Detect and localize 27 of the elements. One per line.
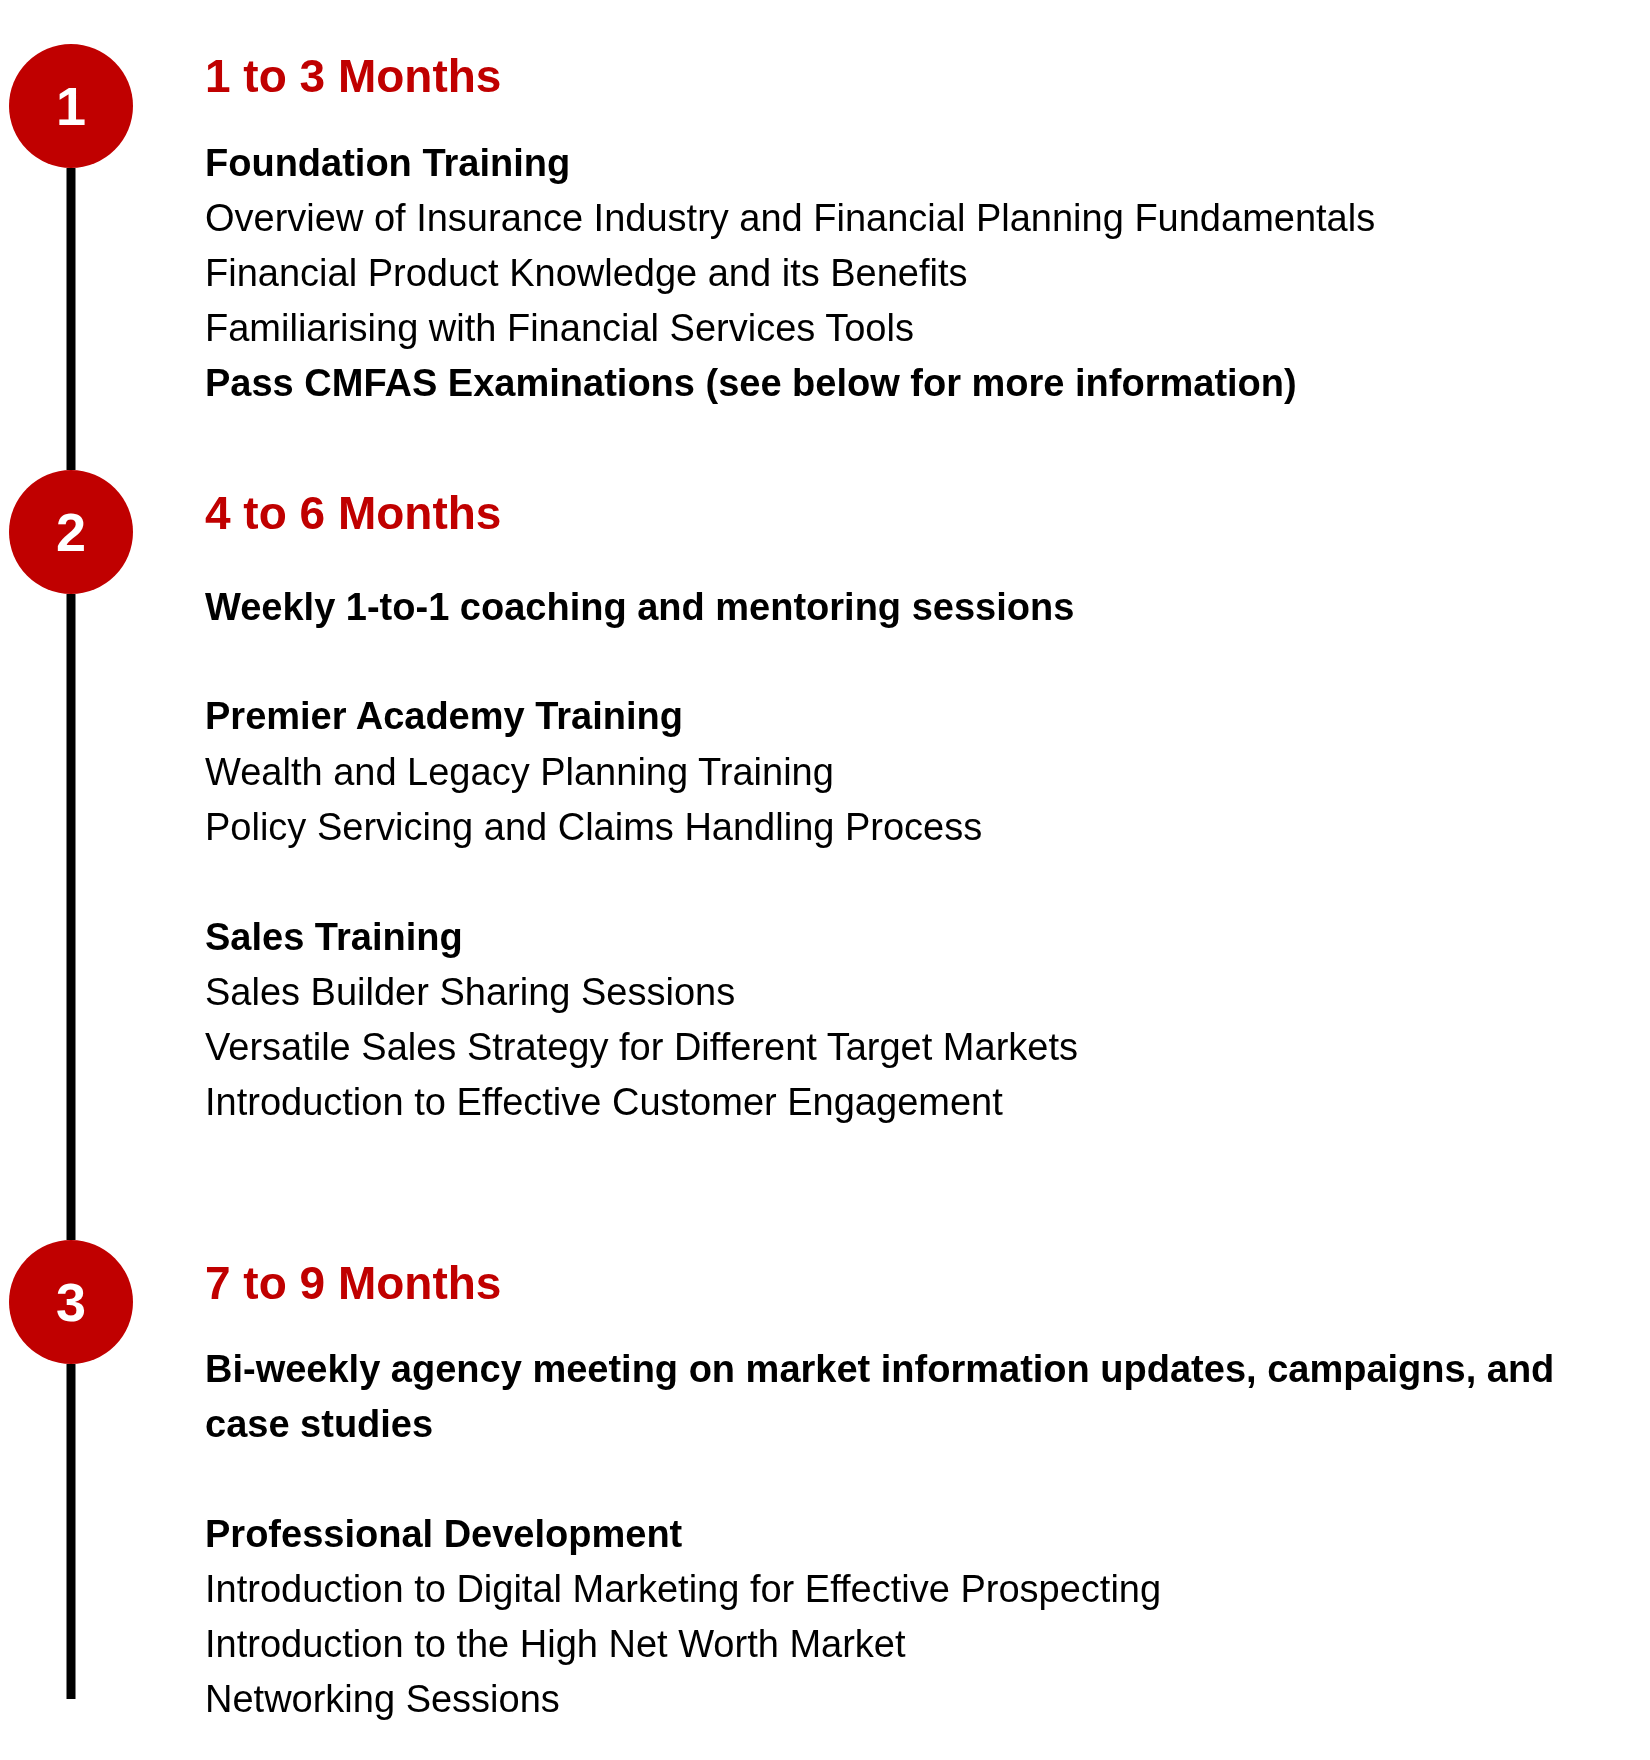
training-item: Financial Product Knowledge and its Benefits [205, 250, 968, 296]
section-heading: Bi-weekly agency meeting on market information updates, campaigns, and case studies [205, 1346, 1556, 1447]
training-item: Policy Servicing and Claims Handling Process [205, 804, 983, 850]
training-item: Overview of Insurance Industry and Financial Planning Fundamentals [205, 195, 1376, 241]
step-number-circle: 3 [9, 1240, 133, 1364]
section-heading: Weekly 1-to-1 coaching and mentoring sessions [205, 584, 1075, 630]
timeline-line [66, 594, 76, 1240]
timeline-line [66, 1364, 76, 1699]
section-heading: Sales Training [205, 914, 463, 960]
section-heading: Foundation Training [205, 140, 571, 186]
step-number-circle: 1 [9, 44, 133, 168]
period-heading: 7 to 9 Months [205, 1255, 502, 1311]
training-item: Familiarising with Financial Services Tools [205, 305, 914, 351]
section-heading: Premier Academy Training [205, 693, 683, 739]
timeline-line [66, 168, 76, 470]
training-item: Introduction to Effective Customer Engagement [205, 1079, 1003, 1125]
training-item: Sales Builder Sharing Sessions [205, 969, 736, 1015]
training-item: Networking Sessions [205, 1676, 560, 1722]
training-item: Introduction to Digital Marketing for Effective Prospecting [205, 1566, 1162, 1612]
period-heading: 1 to 3 Months [205, 48, 502, 104]
training-item: Introduction to the High Net Worth Market [205, 1621, 906, 1667]
section-heading: Professional Development [205, 1511, 683, 1557]
section-heading: Pass CMFAS Examinations (see below for more information) [205, 360, 1297, 406]
training-item: Wealth and Legacy Planning Training [205, 749, 834, 795]
period-heading: 4 to 6 Months [205, 485, 502, 541]
training-item: Versatile Sales Strategy for Different Target Markets [205, 1024, 1078, 1070]
step-number-circle: 2 [9, 470, 133, 594]
